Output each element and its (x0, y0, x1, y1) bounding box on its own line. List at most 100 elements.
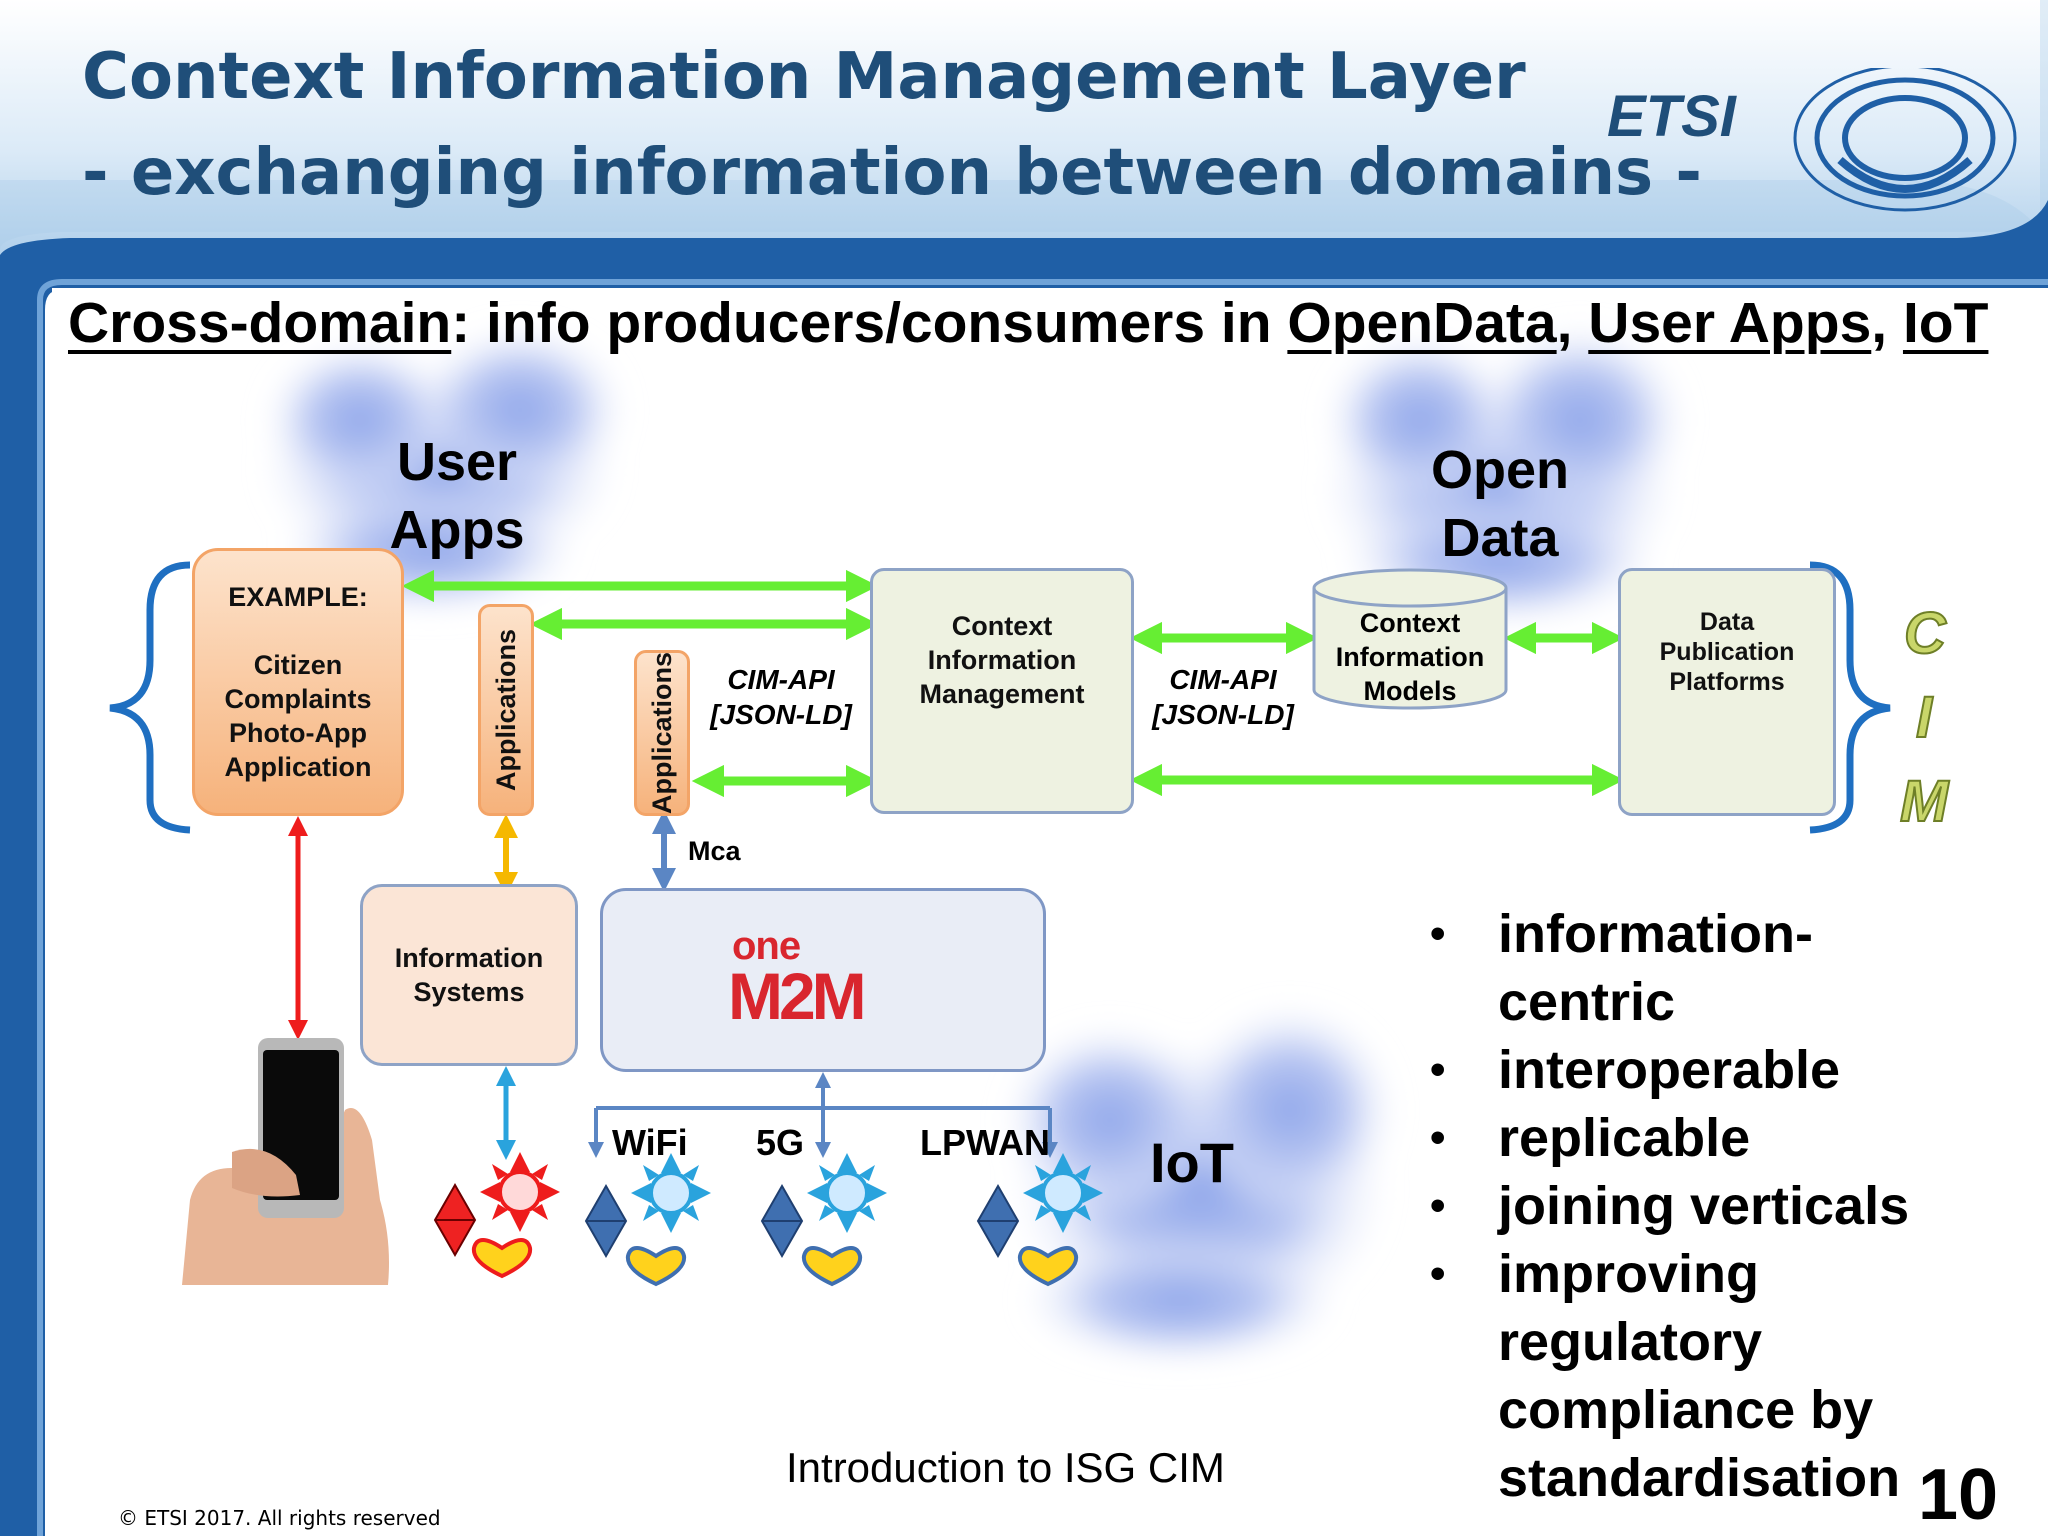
subtitle-cross-domain: Cross-domain (68, 291, 452, 355)
bullet-1-line-1: information- (1498, 904, 1813, 964)
heart-icon (471, 1238, 533, 1279)
onem2m-m2m: M2M (728, 959, 867, 1033)
cim-line-2: Information (927, 645, 1077, 675)
subtitle-iot: IoT (1902, 291, 1989, 355)
models-label: Context Information Models (1310, 606, 1510, 708)
right-brace (1809, 561, 1891, 834)
subtitle-opendata: OpenData (1287, 291, 1557, 355)
cim-letter-m: M (1899, 768, 1949, 835)
sun-icon (480, 1152, 560, 1232)
sun-icon (631, 1153, 711, 1233)
models-line-1: Context (1359, 608, 1461, 638)
data-publication-platforms-box: Data Publication Platforms (1618, 568, 1836, 816)
infosys-line-1: Information (394, 943, 544, 973)
bullet-dot-icon: • (1430, 1045, 1446, 1094)
device-icons-iot (584, 1153, 1103, 1287)
page-number: 10 (1918, 1455, 1999, 1535)
iot-cloud-label: IoT (1150, 1131, 1234, 1194)
bullet-2-line-1: interoperable (1498, 1040, 1841, 1100)
mca-label: Mca (688, 836, 741, 866)
bullet-item: • information- centric (1430, 900, 2030, 1036)
onem2m-one: one (732, 924, 801, 968)
bullet-dot-icon: • (1430, 909, 1446, 958)
copyright: © ETSI 2017. All rights reserved (118, 1506, 441, 1530)
example-line-photo-app: Photo-App (229, 718, 367, 748)
heart-icon (1017, 1246, 1079, 1287)
device-group-wifi (584, 1153, 711, 1287)
sun-icon (1023, 1153, 1103, 1233)
example-line-application: Application (224, 752, 372, 782)
bullet-item: • replicable (1430, 1104, 2030, 1172)
cim-line-3: Management (919, 679, 1085, 709)
bullet-item: • improving regulatory compliance by sta… (1430, 1240, 2030, 1512)
subtitle: Cross-domain: info producers/consumers i… (68, 290, 1988, 356)
context-information-models-db: Context Information Models (1310, 566, 1510, 712)
api-right-line-1: CIM-API (1169, 664, 1277, 695)
open-data-cloud (1330, 330, 1680, 620)
bullet-list: • information- centric • interoperable •… (1430, 900, 2030, 1512)
context-information-management-box: Context Information Management (870, 568, 1134, 814)
models-line-2: Information (1335, 642, 1485, 672)
bullet-1-line-2: centric (1498, 972, 1676, 1032)
lpwan-label: LPWAN (920, 1122, 1050, 1163)
bullet-4-line-1: joining verticals (1498, 1176, 1910, 1236)
etsi-logo-text: ETSI (1607, 84, 1738, 149)
applications-box-1: Applications (478, 604, 534, 816)
publication-line-1: Data (1699, 608, 1755, 636)
models-line-3: Models (1363, 676, 1457, 706)
title-line-2: - exchanging information between domains… (82, 136, 1702, 210)
bullet-item: • interoperable (1430, 1036, 2030, 1104)
bullet-5-line-4: standardisation (1498, 1448, 1901, 1508)
api-left-line-1: CIM-API (727, 664, 835, 695)
onem2m-box: one M2M (600, 888, 1046, 1072)
heart-icon (801, 1246, 863, 1287)
bullet-5-line-1: improving (1498, 1244, 1760, 1304)
device-group-5g (760, 1153, 887, 1287)
device-group-infosys (433, 1152, 560, 1279)
api-left-line-2: [JSON-LD] (710, 699, 852, 730)
iot-cloud (1010, 1010, 1390, 1360)
example-line-citizen: Citizen (253, 650, 343, 680)
applications-box-2: Applications (634, 650, 690, 816)
user-apps-label-line-1: User (396, 432, 518, 492)
sun-icon (807, 1153, 887, 1233)
bullet-dot-icon: • (1430, 1249, 1446, 1298)
cim-letter-i: I (1915, 684, 1933, 751)
api-right-line-2: [JSON-LD] (1152, 699, 1294, 730)
heart-icon (625, 1246, 687, 1287)
bullet-5-line-3: compliance by (1498, 1380, 1874, 1440)
example-photo-app-box: EXAMPLE: Citizen Complaints Photo-App Ap… (192, 548, 404, 816)
example-label: EXAMPLE: (228, 582, 368, 612)
wifi-label: WiFi (612, 1122, 688, 1163)
applications-box-1-label: Applications (490, 628, 521, 791)
bullet-dot-icon: • (1430, 1181, 1446, 1230)
applications-box-2-label: Applications (646, 652, 677, 815)
open-data-cloud-label: Open Data (1410, 436, 1590, 572)
bullet-dot-icon: • (1430, 1113, 1446, 1162)
cim-line-1: Context (951, 611, 1053, 641)
user-apps-label-line-2: Apps (389, 500, 525, 560)
footer-center: Introduction to ISG CIM (786, 1444, 1225, 1491)
etsi-logo: ETSI (1605, 64, 2025, 218)
subtitle-sep-1: , (1556, 291, 1589, 355)
publication-line-2: Publication (1659, 638, 1795, 666)
open-data-label-line-1: Open (1430, 440, 1569, 500)
information-systems-box: Information Systems (360, 884, 578, 1066)
bullet-item: • joining verticals (1430, 1172, 2030, 1240)
title-line-1: Context Information Management Layer (82, 40, 1526, 114)
smartphone-hand-photo (182, 1038, 392, 1285)
api-label-left: CIM-API [JSON-LD] (706, 662, 856, 732)
bullet-3-line-1: replicable (1498, 1108, 1751, 1168)
user-apps-cloud-label: User Apps (372, 428, 542, 564)
5g-label: 5G (756, 1122, 805, 1163)
example-line-complaints: Complaints (224, 684, 372, 714)
open-data-label-line-2: Data (1441, 508, 1559, 568)
publication-line-3: Platforms (1669, 668, 1785, 696)
subtitle-user-apps: User Apps (1588, 291, 1872, 355)
api-label-right: CIM-API [JSON-LD] (1148, 662, 1298, 732)
subtitle-middle: : info producers/consumers in (451, 291, 1288, 355)
infosys-line-2: Systems (413, 977, 525, 1007)
bullet-5-line-2: regulatory (1498, 1312, 1763, 1372)
device-bus (588, 1072, 1058, 1158)
